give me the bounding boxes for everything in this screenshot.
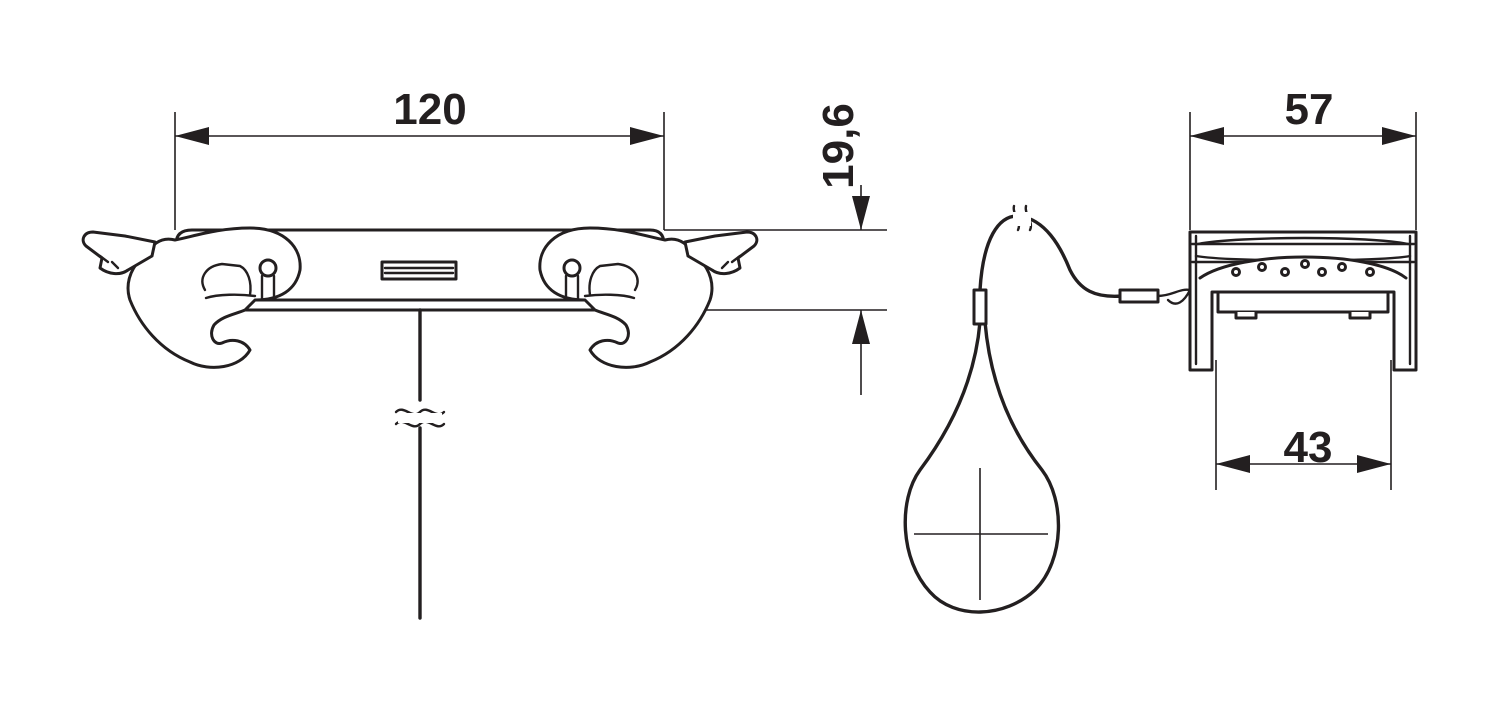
- dimension-19-6: 19,6: [620, 103, 887, 395]
- dimension-120: 120: [174, 85, 665, 230]
- label-slot: [380, 260, 458, 281]
- front-view: 120 19,6: [81, 85, 887, 620]
- dimension-label-43: 43: [1284, 423, 1333, 472]
- dimension-label-57: 57: [1285, 85, 1334, 134]
- cable-front-view: [394, 308, 446, 620]
- cover-body-side: [1188, 230, 1418, 372]
- right-locking-lever: [538, 226, 759, 369]
- cable-ferrule: [1118, 288, 1160, 304]
- dimension-57: 57: [1189, 85, 1417, 230]
- cable-crimp: [972, 288, 988, 326]
- dimension-43: 43: [1215, 360, 1392, 490]
- dimension-label-19-6: 19,6: [814, 103, 863, 189]
- cable-loop: [903, 204, 1192, 614]
- dimension-label-120: 120: [393, 85, 466, 134]
- left-locking-lever: [81, 226, 302, 369]
- side-view: 57 43: [903, 85, 1418, 614]
